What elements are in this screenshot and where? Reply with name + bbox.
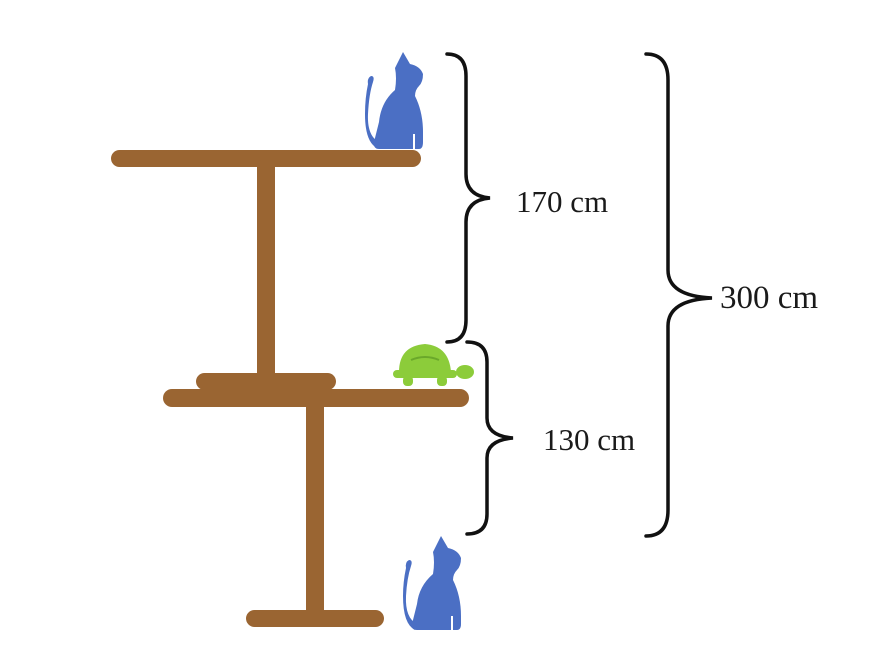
turtle-icon	[393, 344, 474, 386]
lower-table-leg	[306, 400, 324, 618]
brace-170	[445, 52, 491, 344]
bottom-gap-label: 130 cm	[543, 422, 636, 457]
top-gap-label: 170 cm	[516, 184, 609, 219]
lower-table	[163, 389, 469, 627]
brace-130	[465, 340, 514, 536]
cat-icon	[403, 536, 461, 630]
upper-table	[111, 150, 421, 390]
lower-table-top	[163, 389, 469, 407]
total-height-label: 300 cm	[720, 280, 819, 316]
upper-table-top	[111, 150, 421, 167]
cat-icon	[365, 52, 423, 149]
lower-table-foot	[246, 610, 384, 627]
upper-table-foot	[196, 373, 336, 390]
upper-table-leg	[257, 160, 275, 382]
brace-300	[644, 52, 713, 538]
